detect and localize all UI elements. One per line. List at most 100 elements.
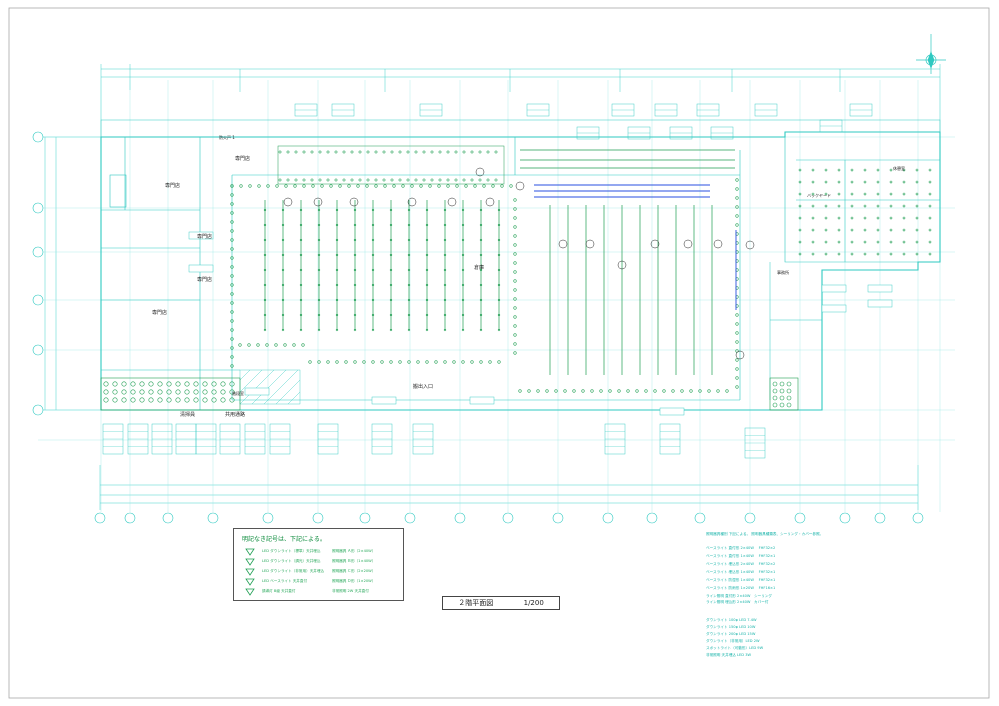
downlight-fixture — [735, 205, 739, 209]
downlight-fixture — [389, 360, 393, 364]
downlight-fixture — [500, 184, 504, 188]
downlight-fixture — [915, 228, 919, 232]
downlight-fixture — [389, 208, 393, 212]
downlight-fixture — [725, 389, 729, 393]
cluster-fixture — [112, 389, 118, 395]
downlight-fixture — [902, 204, 906, 208]
downlight-fixture — [248, 184, 252, 188]
cluster-fixture — [772, 395, 778, 401]
downlight-fixture — [443, 238, 447, 242]
downlight-fixture — [317, 223, 321, 227]
downlight-fixture — [358, 150, 362, 154]
cluster-fixture — [112, 397, 118, 403]
downlight-fixture — [479, 208, 483, 212]
downlight-fixture — [454, 150, 458, 154]
downlight-fixture — [338, 184, 342, 188]
grid-bubble — [646, 512, 658, 524]
downlight-fixture — [371, 298, 375, 302]
downlight-fixture — [536, 389, 540, 393]
downlight-fixture — [837, 204, 841, 208]
downlight-fixture — [689, 389, 693, 393]
cluster-fixture — [139, 381, 145, 387]
downlight-fixture — [497, 298, 501, 302]
downlight-fixture — [294, 178, 298, 182]
downlight-fixture — [438, 178, 442, 182]
downlight-fixture — [278, 150, 282, 154]
downlight-fixture — [928, 216, 932, 220]
cluster-fixture — [157, 381, 163, 387]
notes-line-b1: ライン照明 直付形 2×40W シーリング — [706, 594, 773, 598]
downlight-fixture — [407, 328, 411, 332]
downlight-fixture — [281, 313, 285, 317]
cluster-fixture — [786, 402, 792, 408]
downlight-fixture — [438, 150, 442, 154]
downlight-fixture — [390, 178, 394, 182]
downlight-fixture — [350, 178, 354, 182]
downlight-fixture — [335, 268, 339, 272]
downlight-fixture — [430, 150, 434, 154]
equipment-icon — [475, 167, 485, 177]
cluster-fixture — [148, 381, 154, 387]
cluster-fixture — [220, 381, 226, 387]
downlight-fixture — [863, 240, 867, 244]
downlight-fixture — [513, 279, 517, 283]
downlight-fixture — [299, 298, 303, 302]
downlight-fixture — [850, 252, 854, 256]
downlight-fixture — [876, 216, 880, 220]
downlight-fixture — [263, 298, 267, 302]
room-label-shop-5: 専門店 — [152, 309, 167, 316]
downlight-fixture — [335, 283, 339, 287]
legend-row-right-5: 非常照明 2W 天井直付 — [332, 589, 369, 593]
legend-row-5: 誘導灯 B級 天井直付 — [262, 589, 296, 593]
downlight-fixture — [928, 192, 932, 196]
downlight-fixture — [497, 313, 501, 317]
downlight-fixture — [294, 150, 298, 154]
cluster-fixture — [193, 381, 199, 387]
cluster-fixture — [220, 389, 226, 395]
grid-bubble — [32, 344, 44, 356]
downlight-fixture — [407, 268, 411, 272]
legend-row-3: LED ダウンライト（非常用）天井埋込 — [262, 569, 325, 573]
downlight-fixture — [461, 298, 465, 302]
downlight-fixture — [347, 184, 351, 188]
downlight-fixture — [230, 310, 234, 314]
downlight-fixture — [326, 150, 330, 154]
downlight-fixture — [371, 208, 375, 212]
downlight-fixture — [335, 238, 339, 242]
downlight-fixture — [230, 220, 234, 224]
grid-bubble — [207, 512, 219, 524]
downlight-fixture — [434, 360, 438, 364]
downlight-fixture — [513, 252, 517, 256]
downlight-fixture — [407, 283, 411, 287]
equipment-icon — [349, 197, 359, 207]
downlight-fixture — [850, 180, 854, 184]
downlight-fixture — [811, 216, 815, 220]
downlight-fixture — [735, 187, 739, 191]
downlight-fixture — [494, 150, 498, 154]
cluster-fixture — [779, 402, 785, 408]
equipment-icon — [745, 240, 755, 250]
downlight-fixture — [317, 298, 321, 302]
downlight-fixture — [353, 328, 357, 332]
downlight-fixture — [811, 204, 815, 208]
downlight-fixture — [335, 298, 339, 302]
downlight-fixture — [915, 192, 919, 196]
downlight-fixture — [263, 208, 267, 212]
downlight-fixture — [626, 389, 630, 393]
cluster-fixture — [193, 389, 199, 395]
downlight-fixture — [353, 298, 357, 302]
downlight-fixture — [902, 180, 906, 184]
grid-bubble — [454, 512, 466, 524]
downlight-fixture — [494, 178, 498, 182]
downlight-fixture — [239, 184, 243, 188]
downlight-fixture — [281, 208, 285, 212]
downlight-fixture — [497, 208, 501, 212]
downlight-fixture — [335, 313, 339, 317]
cluster-fixture — [121, 389, 127, 395]
grid-bubble — [262, 512, 274, 524]
downlight-fixture — [850, 228, 854, 232]
cluster-fixture — [139, 397, 145, 403]
downlight-fixture — [735, 322, 739, 326]
downlight-fixture — [425, 223, 429, 227]
downlight-fixture — [389, 298, 393, 302]
